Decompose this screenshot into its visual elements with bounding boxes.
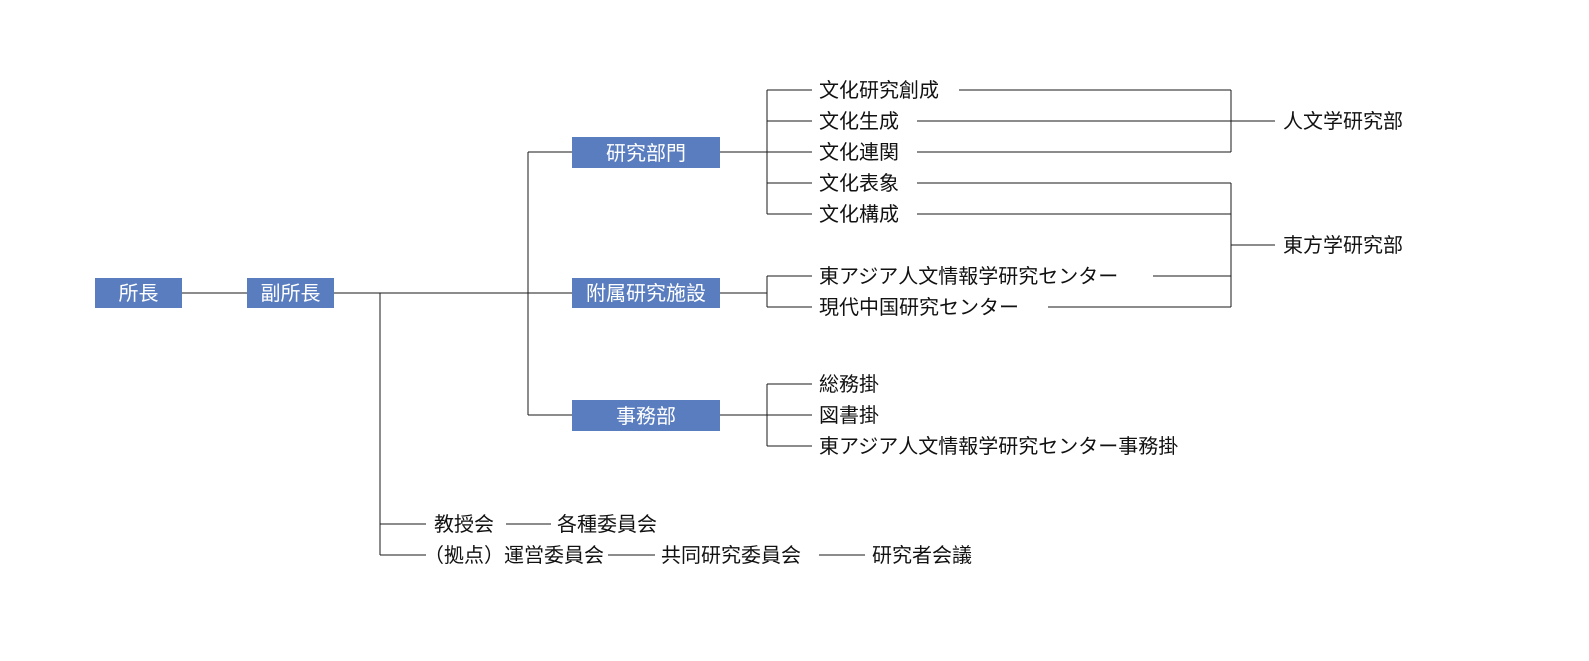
research-facilities-box: 附属研究施設 — [572, 278, 720, 308]
joint-research-committee-label: 共同研究委員会 — [661, 543, 801, 567]
division-label: 文化研究創成 — [819, 78, 939, 102]
admin-section-label: 総務掛 — [819, 372, 879, 396]
oriental-department-label: 東方学研究部 — [1283, 233, 1403, 257]
division-label: 文化連関 — [819, 140, 899, 164]
faculty-meeting-label: 教授会 — [434, 512, 494, 536]
various-committees-label: 各種委員会 — [557, 512, 657, 536]
facility-label: 東アジア人文情報学研究センター — [819, 264, 1119, 288]
director-box: 所長 — [95, 278, 182, 308]
admin-section-label: 東アジア人文情報学研究センター事務掛 — [819, 434, 1179, 458]
steering-committee-label: （拠点）運営委員会 — [424, 543, 604, 567]
admin-section-label: 図書掛 — [819, 403, 879, 427]
researchers-council-label: 研究者会議 — [872, 543, 972, 567]
humanities-department-label: 人文学研究部 — [1283, 109, 1403, 133]
division-label: 文化構成 — [819, 202, 899, 226]
division-label: 文化表象 — [819, 171, 899, 195]
research-divisions-box: 研究部門 — [572, 137, 720, 168]
facility-label: 現代中国研究センター — [819, 295, 1019, 319]
administration-box: 事務部 — [572, 400, 720, 431]
vice-director-box: 副所長 — [247, 278, 334, 308]
division-label: 文化生成 — [819, 109, 899, 133]
